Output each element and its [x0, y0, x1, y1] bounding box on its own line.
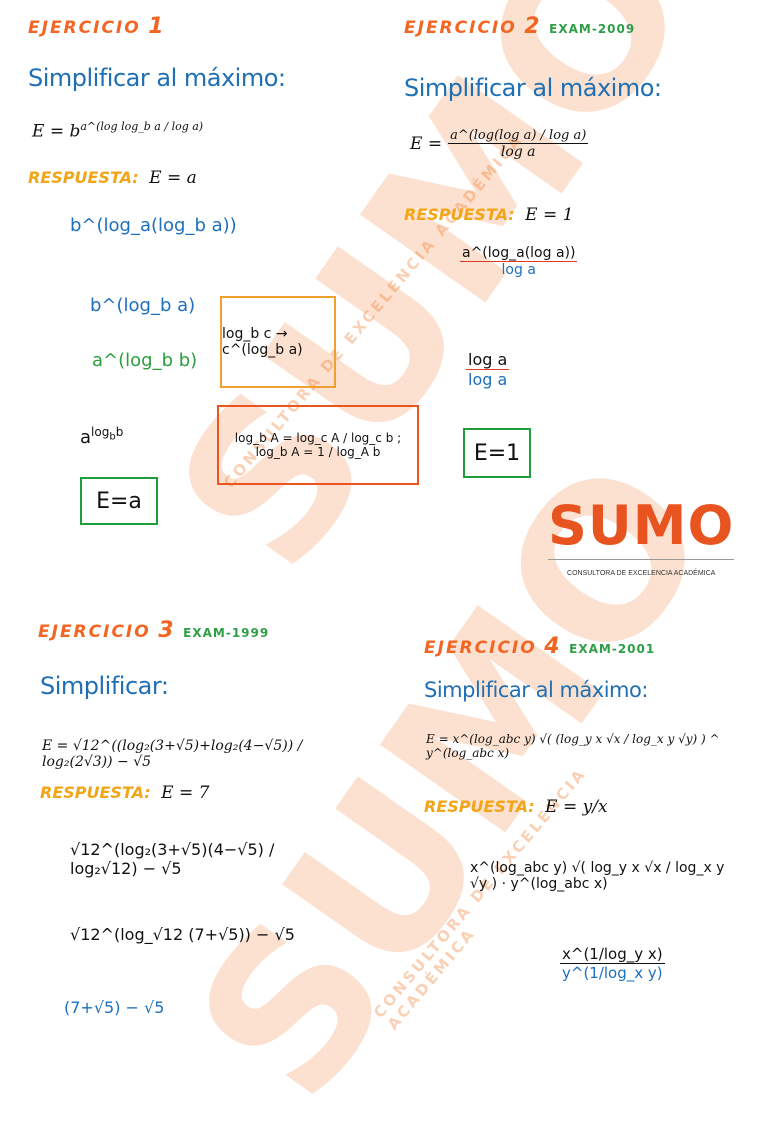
exercise2-header-word: EJERCICIO — [404, 18, 517, 38]
exercise1-answer-value: E = a — [149, 168, 197, 188]
exercise1-formula-lhs: E = b — [32, 121, 81, 142]
exercise4-step2-den: y^(1/log_x y) — [562, 964, 663, 982]
exercise3-header-exam: EXAM-1999 — [183, 626, 270, 640]
exercise3-header: EJERCICIO 3 EXAM-1999 — [38, 618, 269, 643]
exercise2-formula-num: a^(log(log a) / log a) — [448, 128, 589, 144]
exercise2-header-num: 2 — [524, 14, 542, 39]
exercise1-step2: b^(log_b a) — [90, 295, 196, 316]
sumo-logo: SUMO CONSULTORA DE EXCELENCIA ACADÉMICA — [548, 494, 735, 580]
sumo-logo-name: SUMO — [548, 494, 735, 557]
exercise1-identity-box1: log_b c → c^(log_b a) — [220, 296, 336, 388]
exercise2-formula: E = a^(log(log a) / log a) log a — [410, 128, 589, 160]
exercise2-answer: RESPUESTA: E = 1 — [404, 205, 573, 225]
exercise4-step1: x^(log_abc y) √( log_y x √x / log_x y √y… — [470, 860, 725, 892]
exercise2-step1: a^(log_a(log a)) log a — [460, 245, 578, 278]
exercise4-header-word: EJERCICIO — [424, 638, 537, 658]
exercise4-answer-label: RESPUESTA: — [424, 797, 535, 816]
exercise2-header: EJERCICIO 2 EXAM-2009 — [404, 14, 635, 39]
exercise1-step3: a^(log_b b) — [92, 350, 198, 371]
exercise3-step2: √12^(log_√12 (7+√5)) − √5 — [70, 925, 295, 944]
exercise1-identity1: log_b c → c^(log_b a) — [222, 326, 303, 358]
exercise1-instruction: Simplificar al máximo: — [28, 64, 286, 92]
exercise3-formula: E = √12^((log₂(3+√5)+log₂(4−√5)) / log₂(… — [42, 738, 303, 770]
exercise4-header: EJERCICIO 4 EXAM-2001 — [424, 634, 655, 659]
exercise3-step3: (7+√5) − √5 — [64, 998, 165, 1017]
sumo-logo-subtitle: CONSULTORA DE EXCELENCIA ACADÉMICA — [567, 570, 716, 577]
exercise4-answer-value: E = y/x — [545, 797, 608, 817]
exercise1-step4: alogbb — [80, 425, 124, 448]
exercise1-final-box: E=a — [80, 477, 158, 525]
exercise4-instruction: Simplificar al máximo: — [424, 678, 648, 702]
exercise1-identity2: log_b A = log_c A / log_c b ; log_b A = … — [234, 431, 402, 459]
exercise2-step2-den: log a — [468, 370, 508, 389]
exercise1-header: EJERCICIO 1 — [28, 14, 166, 39]
exercise2-step1-num: a^(log_a(log a)) — [460, 245, 578, 262]
exercise2-formula-den: log a — [500, 144, 536, 160]
exercise3-instruction: Simplificar: — [40, 672, 169, 700]
exercise4-answer: RESPUESTA: E = y/x — [424, 797, 608, 817]
exercise2-final-value: E=1 — [473, 440, 521, 466]
exercise4-formula: E = x^(log_abc y) √( (log_y x √x / log_x… — [426, 732, 720, 760]
exercise3-header-num: 3 — [158, 618, 176, 643]
exercise2-step2-num: log a — [466, 350, 510, 370]
exercise3-answer-label: RESPUESTA: — [40, 783, 151, 802]
exercise4-step2: x^(1/log_y x) y^(1/log_x y) — [560, 945, 665, 982]
exercise1-final-value: E=a — [96, 488, 142, 514]
exercise4-header-exam: EXAM-2001 — [569, 642, 656, 656]
exercise3-answer-value: E = 7 — [161, 783, 210, 803]
exercise1-header-word: EJERCICIO — [28, 18, 141, 38]
exercise3-header-word: EJERCICIO — [38, 622, 151, 642]
exercise2-instruction: Simplificar al máximo: — [404, 74, 662, 102]
exercise2-final-box: E=1 — [463, 428, 531, 478]
exercise2-step2: log a log a — [466, 350, 510, 389]
exercise3-answer: RESPUESTA: E = 7 — [40, 783, 209, 803]
exercise1-step1: b^(log_a(log_b a)) — [70, 215, 237, 236]
exercise1-answer-label: RESPUESTA: — [28, 168, 139, 187]
exercise2-formula-frac: a^(log(log a) / log a) log a — [448, 128, 589, 160]
exercise1-formula-exp: a^(log log_b a / log a) — [80, 120, 204, 133]
exercise4-header-num: 4 — [544, 634, 562, 659]
exercise2-answer-value: E = 1 — [525, 205, 574, 225]
exercise1-header-num: 1 — [148, 14, 166, 39]
exercise2-answer-label: RESPUESTA: — [404, 205, 515, 224]
exercise1-answer: RESPUESTA: E = a — [28, 168, 197, 188]
exercise2-step1-den: log a — [501, 262, 536, 278]
exercise4-step2-num: x^(1/log_y x) — [560, 945, 665, 964]
exercise1-formula: E = ba^(log log_b a / log a) — [32, 120, 203, 142]
exercise1-identity-box2: log_b A = log_c A / log_c b ; log_b A = … — [217, 405, 419, 485]
exercise2-header-exam: EXAM-2009 — [549, 22, 636, 36]
exercise3-step1: √12^(log₂(3+√5)(4−√5) / log₂√12) − √5 — [70, 840, 275, 878]
